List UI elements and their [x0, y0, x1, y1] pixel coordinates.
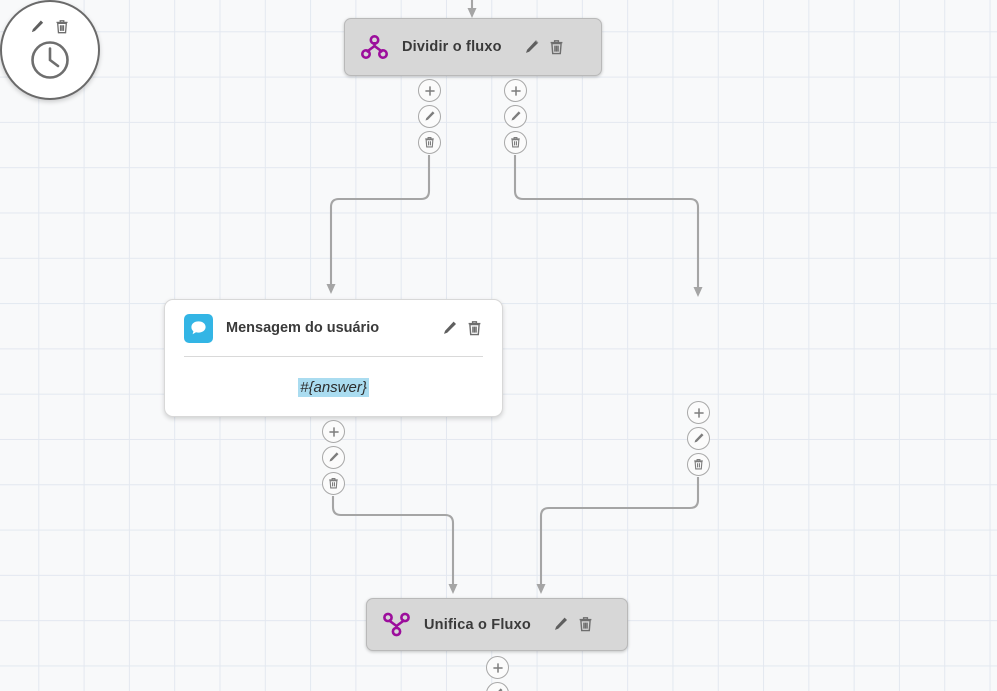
node-actions — [553, 616, 594, 633]
edit-node-button[interactable] — [30, 19, 46, 36]
delete-connector-button[interactable] — [687, 453, 710, 476]
edit-node-button[interactable] — [442, 320, 458, 337]
delete-node-button[interactable] — [578, 616, 594, 633]
node-header: Mensagem do usuário — [165, 300, 502, 356]
flow-split-icon — [361, 34, 388, 60]
add-node-button[interactable] — [418, 79, 441, 102]
node-title: Unifica o Fluxo — [424, 616, 531, 633]
edit-connector-button[interactable] — [418, 105, 441, 128]
node-delay[interactable] — [0, 0, 100, 100]
delete-node-button[interactable] — [549, 39, 565, 56]
add-node-button[interactable] — [486, 656, 509, 679]
message-variable[interactable]: #{answer} — [298, 377, 369, 397]
edge-split-delay — [513, 155, 703, 297]
node-body: #{answer} — [165, 357, 502, 417]
edge-message-merge — [331, 496, 458, 594]
edit-connector-button[interactable] — [504, 105, 527, 128]
edit-connector-button[interactable] — [687, 427, 710, 450]
edit-node-button[interactable] — [553, 616, 569, 633]
connector-stack-message[interactable] — [322, 420, 345, 495]
connector-stack-split-left[interactable] — [418, 79, 441, 154]
node-actions — [30, 19, 71, 36]
node-user-message[interactable]: Mensagem do usuário — [164, 299, 503, 417]
divider — [184, 356, 483, 357]
delete-node-button[interactable] — [467, 320, 483, 337]
delete-connector-button[interactable] — [504, 131, 527, 154]
connector-stack-split-right[interactable] — [504, 79, 527, 154]
connector-stack-merge[interactable] — [486, 656, 509, 691]
flow-merge-icon — [383, 611, 410, 638]
clock-icon — [28, 38, 72, 87]
node-split-flow[interactable]: Dividir o fluxo — [344, 18, 602, 76]
delete-connector-button[interactable] — [418, 131, 441, 154]
node-actions — [442, 320, 483, 337]
connector-stack-delay[interactable] — [687, 401, 710, 476]
edge-delay-merge — [536, 477, 700, 594]
add-node-button[interactable] — [687, 401, 710, 424]
delete-connector-button[interactable] — [322, 472, 345, 495]
node-title: Dividir o fluxo — [402, 39, 502, 55]
delete-node-button[interactable] — [55, 19, 71, 36]
node-title: Mensagem do usuário — [226, 320, 380, 336]
node-actions — [524, 39, 565, 56]
edit-connector-button[interactable] — [486, 682, 509, 691]
add-node-button[interactable] — [504, 79, 527, 102]
node-merge-flow[interactable]: Unifica o Fluxo — [366, 598, 628, 651]
edit-connector-button[interactable] — [322, 446, 345, 469]
edge-split-message — [326, 155, 431, 294]
edit-node-button[interactable] — [524, 39, 540, 56]
add-node-button[interactable] — [322, 420, 345, 443]
chat-bubble-icon — [184, 313, 213, 343]
